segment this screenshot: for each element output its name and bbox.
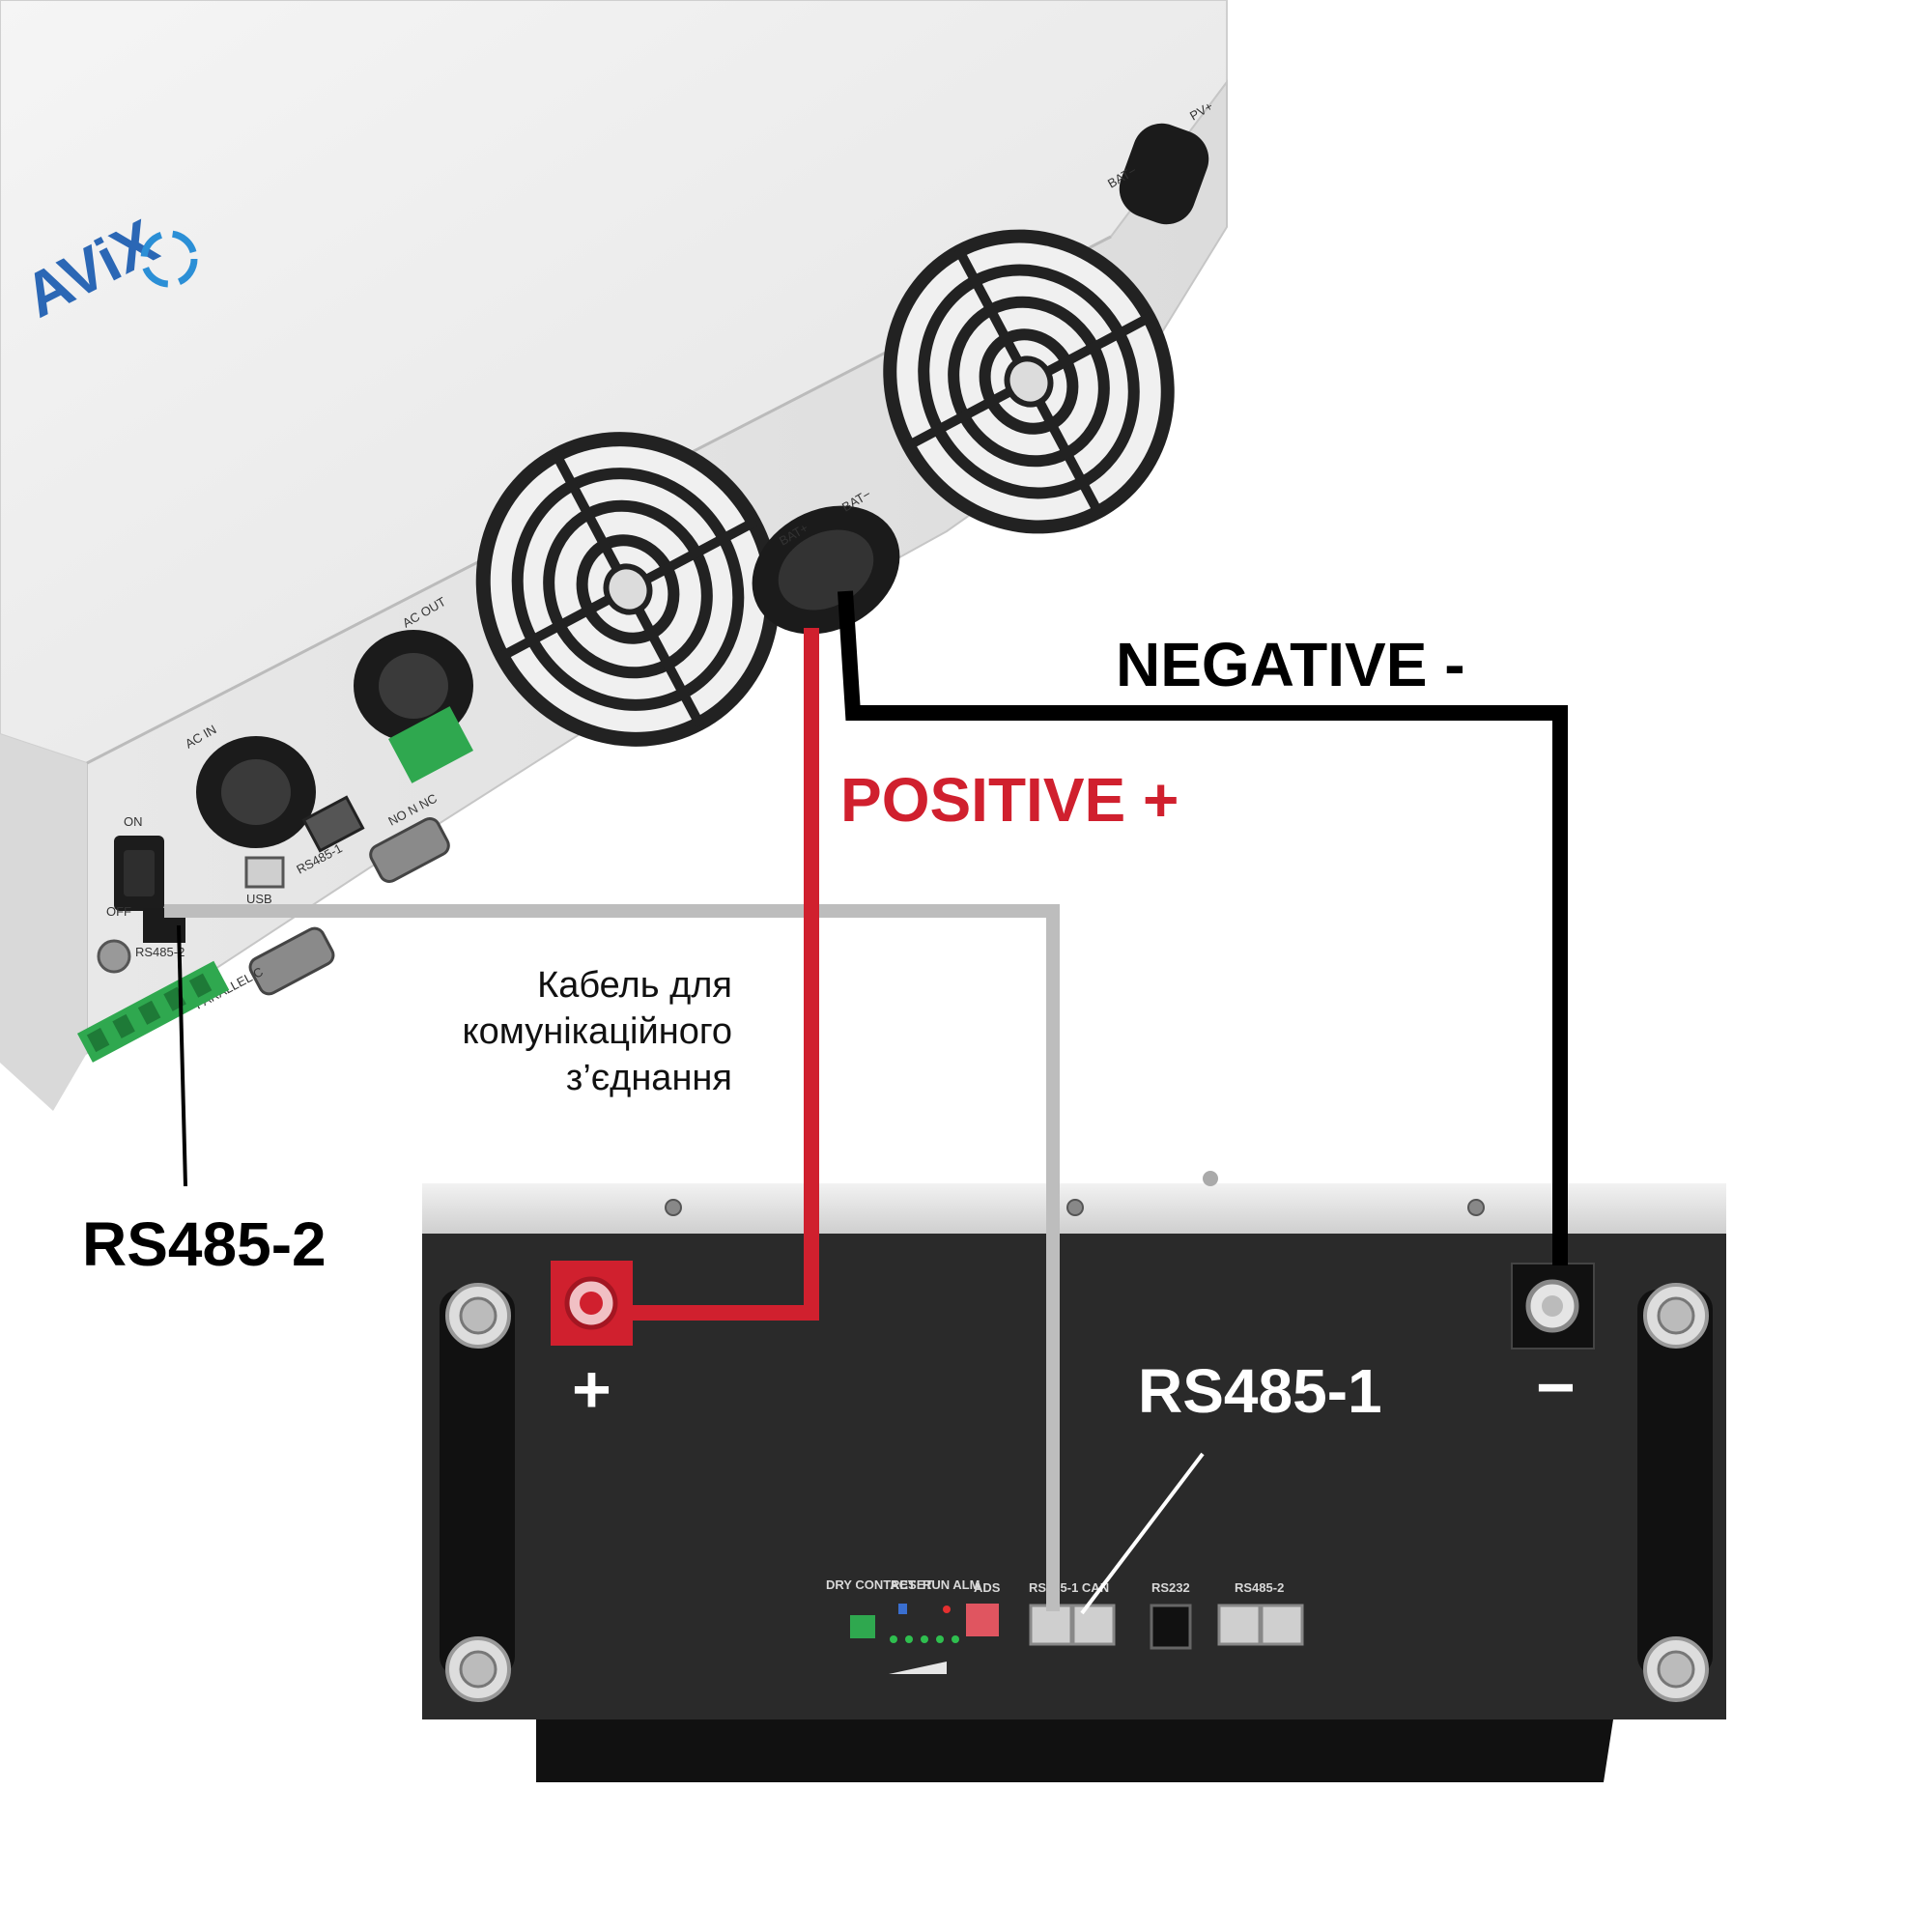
battery-unit: DRY CONTACT RESET RUN ALM ADS RS485-1 CA… [422,1171,1726,1782]
screw-icon [665,1199,682,1216]
soc-led [905,1635,913,1643]
usb-port-label: USB [246,892,272,906]
dry-contact-label: DRY CONTACT [826,1577,916,1592]
cooling-fan-left [475,432,781,747]
rs232-label: RS232 [1151,1580,1190,1595]
screw-icon [1066,1199,1084,1216]
positive-label: POSITIVE + [840,765,1179,835]
rs485-2-callout: RS485-2 [82,1209,327,1279]
power-switch[interactable]: ON OFF [106,814,164,919]
communication-cable [164,904,1060,1611]
screw-icon [1657,1650,1695,1689]
plus-terminal-label: + [572,1351,611,1427]
soc-ramp-icon [889,1662,947,1674]
rs485-2-callout-line [177,924,187,1187]
ads-label: ADS [974,1580,1001,1595]
soc-led [890,1635,897,1643]
soc-led [936,1635,944,1643]
screw-icon [459,1650,497,1689]
soc-led [921,1635,928,1643]
left-handle[interactable] [440,1283,515,1702]
parallel-port[interactable] [247,925,337,998]
switch-off-label: OFF [106,904,131,919]
positive-cable [633,628,819,1321]
soc-led [952,1635,959,1643]
ads-dip-switch[interactable] [966,1604,999,1636]
screw-icon [1657,1296,1695,1335]
cooling-fan-right [883,229,1175,534]
minus-terminal-label: − [1536,1350,1576,1425]
ac-in-gland: AC IN [183,722,316,848]
screw-icon [459,1296,497,1335]
can-port[interactable] [1071,1604,1116,1646]
positive-terminal[interactable] [551,1261,633,1346]
rs232-port[interactable] [1150,1604,1192,1650]
right-handle[interactable] [1637,1283,1713,1702]
dry-contact-terminal[interactable] [850,1615,875,1638]
db9-port[interactable] [367,815,452,885]
battery-rs485-2-port-b[interactable] [1260,1604,1304,1646]
inverter-side-face [0,734,87,1111]
reset-label: RESET [891,1577,932,1592]
battery-rs485-2-label: RS485-2 [1235,1580,1284,1595]
negative-cable [838,590,1568,1265]
rs485-1-callout-line [1080,1452,1205,1615]
negative-label: NEGATIVE - [1116,630,1465,699]
relay-terminal-block [388,706,473,783]
negative-terminal[interactable] [1511,1263,1595,1350]
cable-caption-line-2: комунікаційного [463,1011,732,1052]
switch-on-label: ON [124,814,143,829]
ground-screw-icon [97,939,131,974]
brand-emblem-icon [140,230,198,288]
usb-port[interactable] [244,856,285,889]
inverter-unit: AViX BAT− PV+ [0,0,1228,1111]
reset-button[interactable] [898,1604,907,1614]
cables [164,590,1568,1611]
alarm-led [943,1605,951,1613]
inverter-rs485-2-label: RS485-2 [135,945,185,959]
pv-gland: BAT− PV+ [1105,99,1215,225]
battery-rs485-2-port-a[interactable] [1217,1604,1262,1646]
run-alm-label: RUN ALM [923,1577,980,1592]
screw-icon [1467,1199,1485,1216]
cable-caption: Кабель для комунікаційного з’єднання [463,965,732,1098]
battery-stand [536,1719,1613,1782]
cable-caption-line-1: Кабель для [537,965,732,1006]
rs485-1-callout: RS485-1 [1138,1356,1382,1426]
inverter-rs485-1-port[interactable] [301,795,365,853]
cable-caption-line-3: з’єднання [566,1058,732,1098]
